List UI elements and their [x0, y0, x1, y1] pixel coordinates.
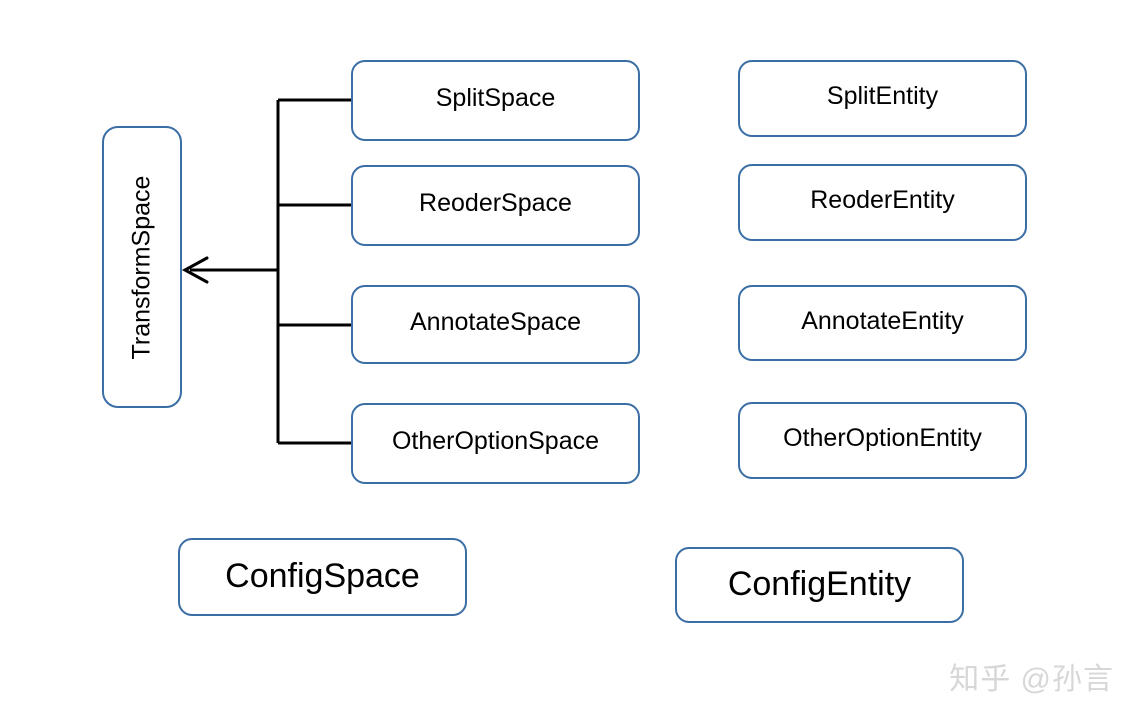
node-configentity-label: ConfigEntity: [727, 565, 912, 603]
node-configspace[interactable]: ConfigSpace: [178, 538, 467, 616]
node-annotateentity-label: AnnotateEntity: [801, 306, 964, 335]
node-annotateentity[interactable]: AnnotateEntity: [738, 285, 1027, 361]
node-reoderspace-label: ReoderSpace: [419, 189, 572, 217]
node-otheroptionspace[interactable]: OtherOptionSpace: [351, 403, 640, 484]
node-splitspace[interactable]: SplitSpace: [351, 60, 640, 141]
node-transformspace[interactable]: TransformSpace: [102, 126, 182, 408]
node-configentity[interactable]: ConfigEntity: [675, 547, 964, 623]
node-splitentity[interactable]: SplitEntity: [738, 60, 1027, 137]
node-annotatespace-label: AnnotateSpace: [410, 308, 581, 336]
node-configspace-label: ConfigSpace: [225, 557, 420, 595]
node-reoderspace[interactable]: ReoderSpace: [351, 165, 640, 246]
node-otheroptionspace-label: OtherOptionSpace: [391, 427, 600, 455]
node-otheroptionentity-label: OtherOptionEntity: [783, 424, 982, 452]
node-splitentity-label: SplitEntity: [826, 82, 939, 110]
node-reoderentity-label: ReoderEntity: [810, 186, 955, 214]
node-transformspace-label: TransformSpace: [127, 175, 156, 359]
node-reoderentity[interactable]: ReoderEntity: [738, 164, 1027, 241]
node-annotatespace[interactable]: AnnotateSpace: [351, 285, 640, 364]
watermark: 知乎 @孙言: [949, 663, 1114, 696]
inheritance-arrow-head-icon: [181, 256, 209, 284]
node-splitspace-label: SplitSpace: [435, 84, 556, 112]
node-otheroptionentity[interactable]: OtherOptionEntity: [738, 402, 1027, 479]
